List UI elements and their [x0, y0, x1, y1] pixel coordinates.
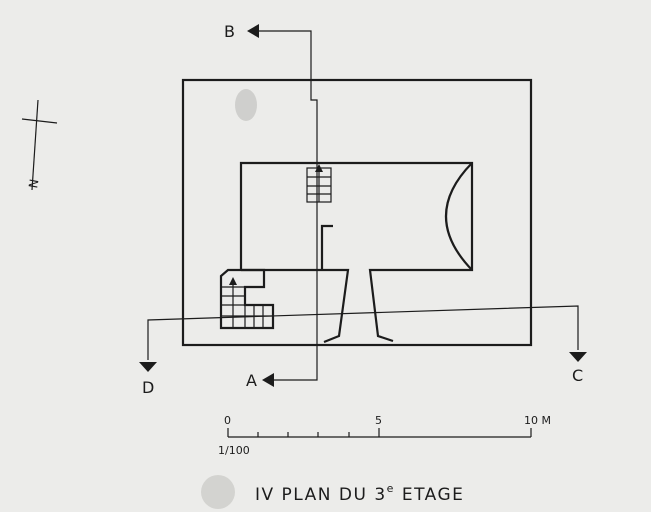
section-label-d: D: [142, 378, 154, 397]
scale-label-mid: 5: [375, 414, 382, 427]
title-main: IV PLAN DU 3: [255, 485, 387, 505]
section-line-ab: [247, 24, 318, 387]
central-wall: [241, 268, 350, 344]
scale-ratio: 1/100: [218, 444, 250, 457]
upper-staircase: [306, 164, 332, 203]
lower-staircase: [219, 268, 275, 330]
main-room-wall: [239, 161, 474, 343]
plan-title: IV PLAN DU 3e ETAGE: [255, 482, 464, 505]
scale-label-start: 0: [224, 414, 231, 427]
outer-wall: [181, 78, 533, 347]
scale-bar: [227, 428, 532, 438]
stain-mark: [201, 475, 235, 509]
title-rest: ETAGE: [395, 485, 464, 505]
section-label-c: C: [572, 366, 583, 385]
stain-mark: [235, 89, 257, 121]
north-arrow-icon: N: [21, 99, 58, 191]
partition-wall: [320, 224, 333, 270]
apse-curve: [444, 162, 473, 271]
section-label-b: B: [224, 22, 235, 41]
scale-label-end: 10 M: [524, 414, 551, 427]
north-label: N: [26, 178, 41, 189]
section-label-a: A: [246, 371, 257, 390]
title-superscript: e: [387, 482, 395, 495]
section-line-cd: [139, 305, 587, 372]
